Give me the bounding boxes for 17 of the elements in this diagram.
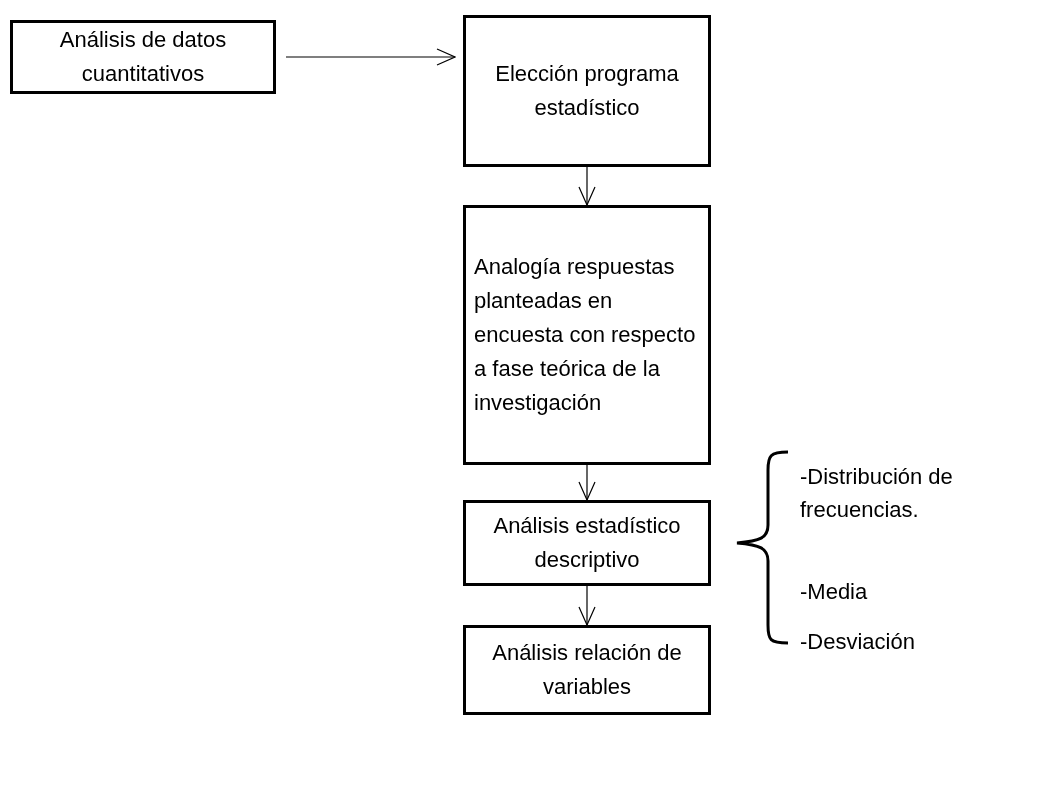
process-box — [463, 625, 711, 715]
list-item: -Distribución de frecuencias. — [800, 463, 954, 524]
box-text: Analogía respuestas planteadas en encuesta con respecto a fase teórica de la investigación — [474, 252, 697, 418]
arrow — [578, 464, 596, 501]
process-box — [10, 20, 276, 94]
process-box — [463, 205, 711, 465]
list-item: -Desviación — [800, 628, 916, 656]
list-item: -Media — [800, 578, 869, 606]
box-text: Análisis estadístico descriptivo — [492, 511, 682, 574]
arrow — [285, 48, 456, 66]
box-text: Análisis relación de variables — [491, 638, 683, 701]
process-box — [463, 15, 711, 167]
arrow — [578, 166, 596, 206]
process-box — [463, 500, 711, 586]
box-text: Elección programa estadístico — [494, 59, 680, 122]
box-text: Análisis de datos cuantitativos — [58, 25, 228, 88]
arrow — [578, 585, 596, 626]
